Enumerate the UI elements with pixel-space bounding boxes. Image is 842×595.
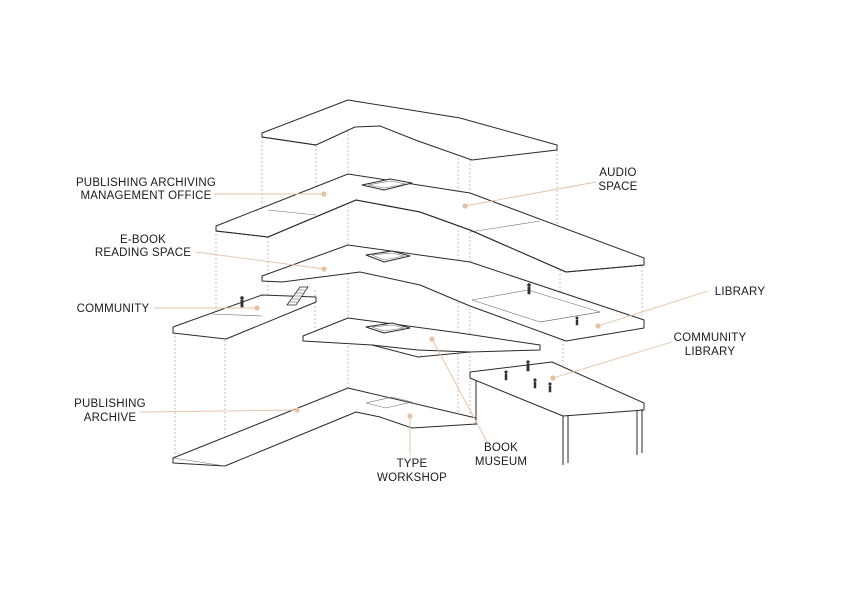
leader-publishing-archive xyxy=(139,409,298,413)
person-figure-icon xyxy=(504,360,552,393)
floor-book-museum xyxy=(302,317,541,358)
leader-community-dot xyxy=(254,305,260,311)
leader-publishing-archive-dot xyxy=(294,407,300,413)
label-ebook-reading-space: E-BOOK READING SPACE xyxy=(95,234,191,259)
label-line: MANAGEMENT OFFICE xyxy=(81,190,212,202)
person-figure-icon xyxy=(240,296,244,308)
leader-community-library-dot xyxy=(550,375,556,381)
label-line: E-BOOK xyxy=(120,234,166,246)
label-community: COMMUNITY xyxy=(77,303,150,315)
label-line: TYPE xyxy=(397,458,428,470)
label-line: ARCHIVE xyxy=(84,412,137,424)
label-line: COMMUNITY xyxy=(674,332,747,344)
leader-library-dot xyxy=(595,323,601,329)
community-library-slab xyxy=(469,360,645,465)
label-line: LIBRARY xyxy=(685,346,736,358)
label-line: AUDIO xyxy=(599,167,636,179)
label-line: LIBRARY xyxy=(715,286,766,298)
leader-audio-space-dot xyxy=(462,203,468,209)
leader-book-museum xyxy=(431,338,488,443)
label-book-museum: BOOK MUSEUM xyxy=(475,442,527,468)
label-audio-space: AUDIO SPACE xyxy=(598,167,637,193)
label-line: SPACE xyxy=(598,181,637,193)
leader-community-library xyxy=(552,341,673,379)
label-community-library: COMMUNITY LIBRARY xyxy=(674,332,747,358)
label-library: LIBRARY xyxy=(715,286,766,298)
label-line: PUBLISHING xyxy=(74,398,146,410)
label-publishing-archiving-office: PUBLISHING ARCHIVING MANAGEMENT OFFICE xyxy=(76,177,216,202)
leader-ebook-reading-space xyxy=(195,251,325,270)
staircase xyxy=(286,286,309,306)
floor-community xyxy=(172,286,317,340)
roof-slab xyxy=(261,99,558,161)
leader-type-workshop-dot xyxy=(407,413,413,419)
leader-publishing-archiving-office-dot xyxy=(321,191,327,197)
label-leaders xyxy=(139,181,709,455)
label-line: COMMUNITY xyxy=(77,303,150,315)
floor-archive-workshop xyxy=(172,387,477,467)
floor-ebook-library xyxy=(261,244,645,342)
label-line: BOOK xyxy=(484,442,518,454)
label-line: PUBLISHING ARCHIVING xyxy=(76,177,216,189)
label-type-workshop: TYPE WORKSHOP xyxy=(377,458,447,484)
leader-book-museum-dot xyxy=(429,336,435,342)
label-line: READING SPACE xyxy=(95,247,191,259)
label-publishing-archive: PUBLISHING ARCHIVE xyxy=(74,398,146,424)
label-line: WORKSHOP xyxy=(377,472,447,484)
person-figure-icon xyxy=(527,283,579,326)
leader-library xyxy=(597,290,709,327)
label-line: MUSEUM xyxy=(475,456,527,468)
leader-audio-space xyxy=(464,181,597,207)
leader-ebook-reading-space-dot xyxy=(321,266,327,272)
floor-office-audio xyxy=(215,173,645,273)
